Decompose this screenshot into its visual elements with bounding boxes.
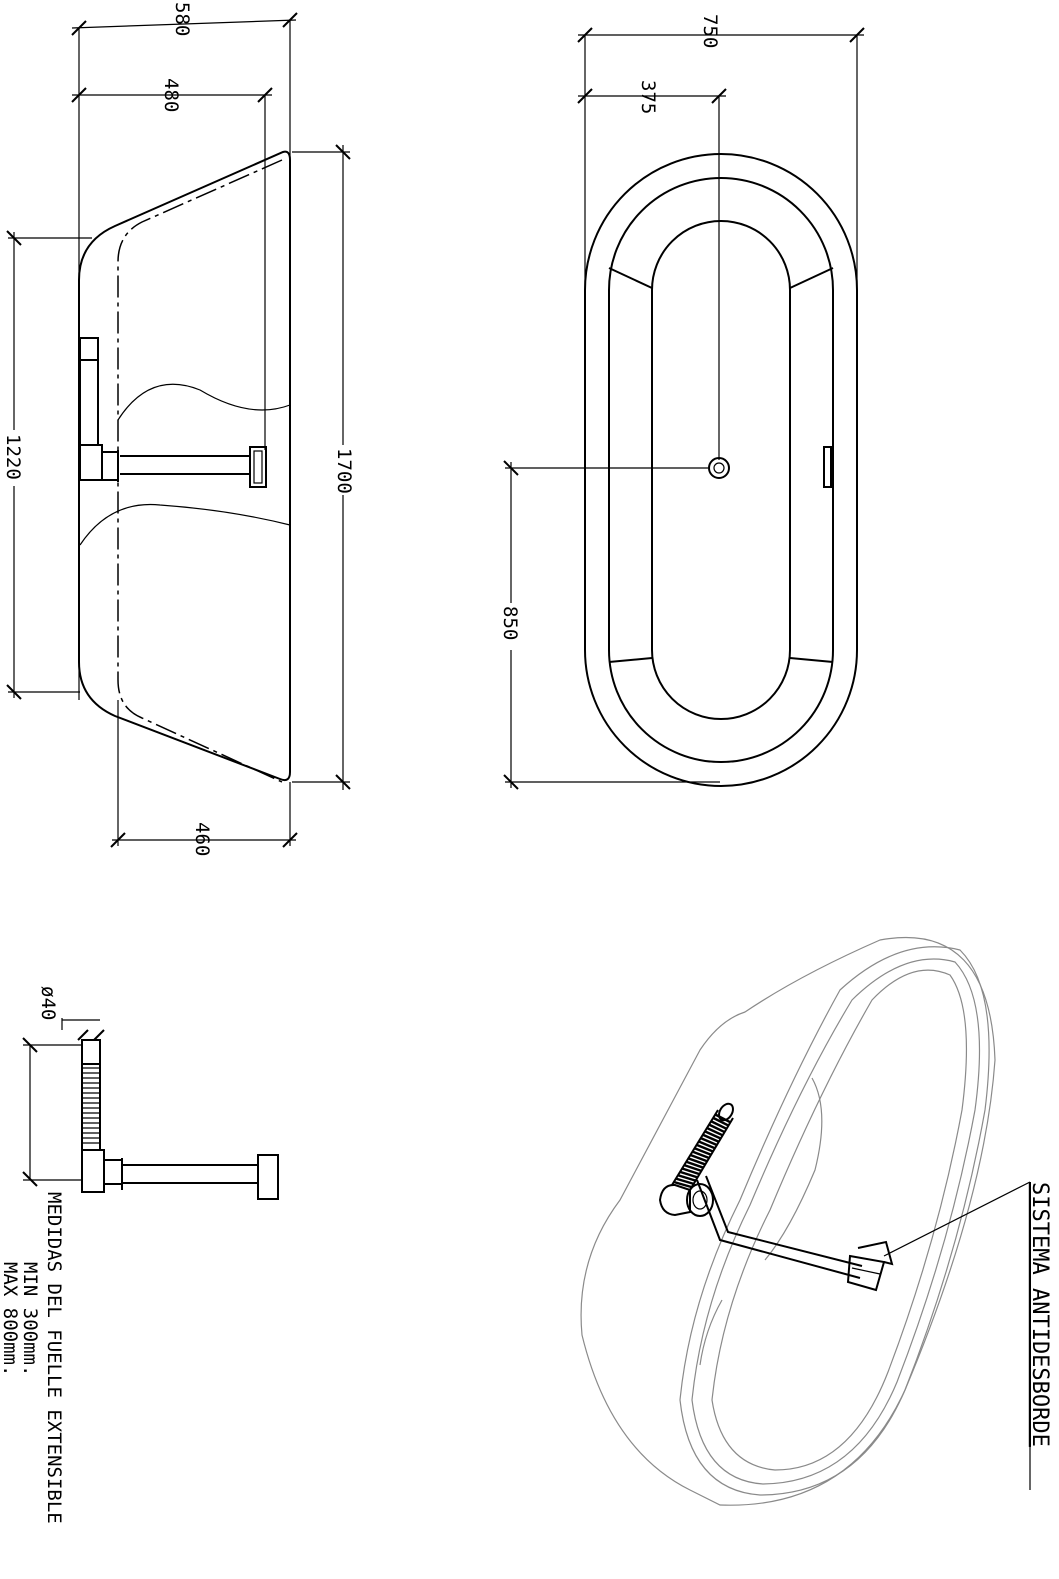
- iso-bellows-rib: [692, 1150, 710, 1160]
- drain-detail: [22, 1018, 279, 1200]
- iso-bellows-rib: [673, 1180, 693, 1189]
- dim-375: [577, 88, 727, 104]
- dim-580-label: 580: [171, 2, 193, 36]
- dim-1700: [292, 144, 351, 790]
- iso-bellows-rib: [677, 1174, 696, 1182]
- dim-480-label: 480: [160, 78, 182, 112]
- iso-bellows-rib: [712, 1116, 730, 1127]
- iso-bellows-rib: [710, 1120, 728, 1130]
- bellows-note-line3: MAX 800mm.: [0, 1262, 21, 1376]
- dim-850-label: 850: [499, 606, 521, 640]
- dim-1220: [6, 230, 92, 700]
- iso-bellows-rib: [698, 1140, 716, 1150]
- dim-480: [71, 87, 273, 450]
- iso-bellows-hose: [673, 1113, 731, 1189]
- diameter-label: ø40: [37, 986, 59, 1020]
- dim-750-label: 750: [699, 14, 721, 48]
- dim-850: [503, 460, 720, 790]
- iso-bellows-rib: [685, 1160, 704, 1169]
- callout-label: SISTEMA ANTIDESBORDE: [1027, 1182, 1052, 1447]
- iso-bellows-rib: [700, 1137, 718, 1147]
- iso-bellows-rib: [681, 1167, 700, 1176]
- iso-bellows-rib: [689, 1153, 708, 1163]
- side-view: 580 480 1700 1220: [2, 2, 355, 856]
- dim-1220-label: 1220: [2, 434, 24, 480]
- iso-bellows-rib: [704, 1130, 722, 1140]
- iso-bellows-rib: [675, 1177, 694, 1186]
- iso-bellows-rib: [683, 1163, 702, 1173]
- bellows-note-line2: MIN 300mm.: [19, 1262, 41, 1376]
- bellows-hose: [82, 1067, 100, 1144]
- iso-overflow-pipe: [658, 1102, 894, 1292]
- iso-bellows-rib: [708, 1123, 726, 1134]
- dim-375-label: 375: [637, 80, 659, 114]
- iso-bellows-rib: [714, 1113, 731, 1124]
- iso-bellows-rib: [696, 1143, 714, 1153]
- iso-bellows-rib: [679, 1170, 698, 1179]
- isometric-view: [580, 936, 1031, 1506]
- dim-580: [71, 12, 298, 700]
- dim-460-label: 460: [191, 822, 213, 856]
- iso-bellows-rib: [702, 1133, 720, 1143]
- bellows-note-line1: MEDIDAS DEL FUELLE EXTENSIBLE: [43, 1192, 65, 1524]
- dim-750: [577, 27, 865, 290]
- iso-bellows-rib: [694, 1147, 712, 1156]
- dim-460: [110, 700, 298, 848]
- iso-bellows-rib: [687, 1157, 706, 1166]
- plan-view: 750 375 850: [499, 14, 865, 790]
- dim-1700-label: 1700: [333, 448, 355, 494]
- iso-bellows-rib: [706, 1126, 724, 1137]
